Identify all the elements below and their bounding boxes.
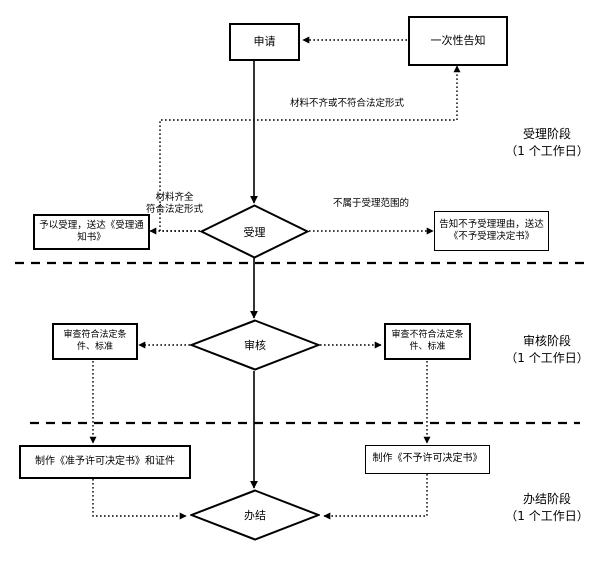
stage-label-finish: 办结阶段 （1 个工作日） <box>497 491 597 526</box>
node-make-deny-label: 制作《不予许可决定书》 <box>372 453 483 465</box>
accept-diamond-shape <box>200 204 309 259</box>
stage-label-review: 审核阶段 （1 个工作日） <box>497 333 597 368</box>
node-review-fail[interactable]: 审查不符合法定条件、标准 <box>384 323 471 360</box>
finish-diamond-shape <box>190 489 320 541</box>
edge-label-incomplete-material-text: 材料不齐或不符合法定形式 <box>290 98 405 109</box>
node-review[interactable]: 审核 <box>190 319 320 371</box>
node-review-label: 审核 <box>244 339 266 352</box>
node-make-grant[interactable]: 制作《准予许可决定书》和证件 <box>19 445 191 479</box>
node-accept-yes[interactable]: 予以受理，送达《受理通知书》 <box>33 214 150 250</box>
node-one-time-notice-label: 一次性告知 <box>430 34 486 48</box>
stage-label-accept-duration: （1 个工作日） <box>505 144 589 159</box>
node-apply-label: 申请 <box>253 35 276 49</box>
node-accept-yes-label: 予以受理，送达《受理通知书》 <box>39 220 144 243</box>
node-one-time-notice[interactable]: 一次性告知 <box>408 16 508 66</box>
stage-label-accept: 受理阶段 （1 个工作日） <box>497 126 597 161</box>
node-accept-no[interactable]: 告知不予受理理由，送达《不予受理决定书》 <box>434 211 549 251</box>
edge-label-material-complete: 材料齐全 符合法定形式 <box>146 192 203 217</box>
node-make-grant-label: 制作《准予许可决定书》和证件 <box>35 455 175 467</box>
node-accept[interactable]: 受理 <box>200 204 309 259</box>
edge-deny-to-finish <box>323 474 428 520</box>
stage-label-review-name: 审核阶段 <box>522 334 571 348</box>
edge-label-out-of-scope-text: 不属于受理范围的 <box>333 198 410 209</box>
edge-grant-to-finish <box>92 479 187 520</box>
review-diamond-shape <box>190 319 320 371</box>
node-finish-label: 办结 <box>244 509 266 522</box>
edge-label-out-of-scope: 不属于受理范围的 <box>333 198 409 210</box>
edge-label-material-complete-line1: 材料齐全 <box>155 192 194 203</box>
edge-label-material-complete-line2: 符合法定形式 <box>146 204 204 216</box>
node-finish[interactable]: 办结 <box>190 489 320 541</box>
stage-label-finish-name: 办结阶段 <box>522 492 571 506</box>
node-apply[interactable]: 申请 <box>229 23 300 61</box>
node-make-deny[interactable]: 制作《不予许可决定书》 <box>365 445 490 474</box>
stage-label-review-duration: （1 个工作日） <box>505 351 589 366</box>
edge-label-incomplete-material: 材料不齐或不符合法定形式 <box>290 98 404 110</box>
node-accept-label: 受理 <box>243 225 266 239</box>
node-accept-no-label: 告知不予受理理由，送达《不予受理决定书》 <box>439 219 544 242</box>
stage-label-accept-name: 受理阶段 <box>522 127 571 141</box>
node-review-fail-label: 审查不符合法定条件、标准 <box>391 330 464 352</box>
stage-label-finish-duration: （1 个工作日） <box>505 509 589 524</box>
node-review-pass[interactable]: 审查符合法定条件、标准 <box>52 323 138 360</box>
node-review-pass-label: 审查符合法定条件、标准 <box>63 330 127 352</box>
